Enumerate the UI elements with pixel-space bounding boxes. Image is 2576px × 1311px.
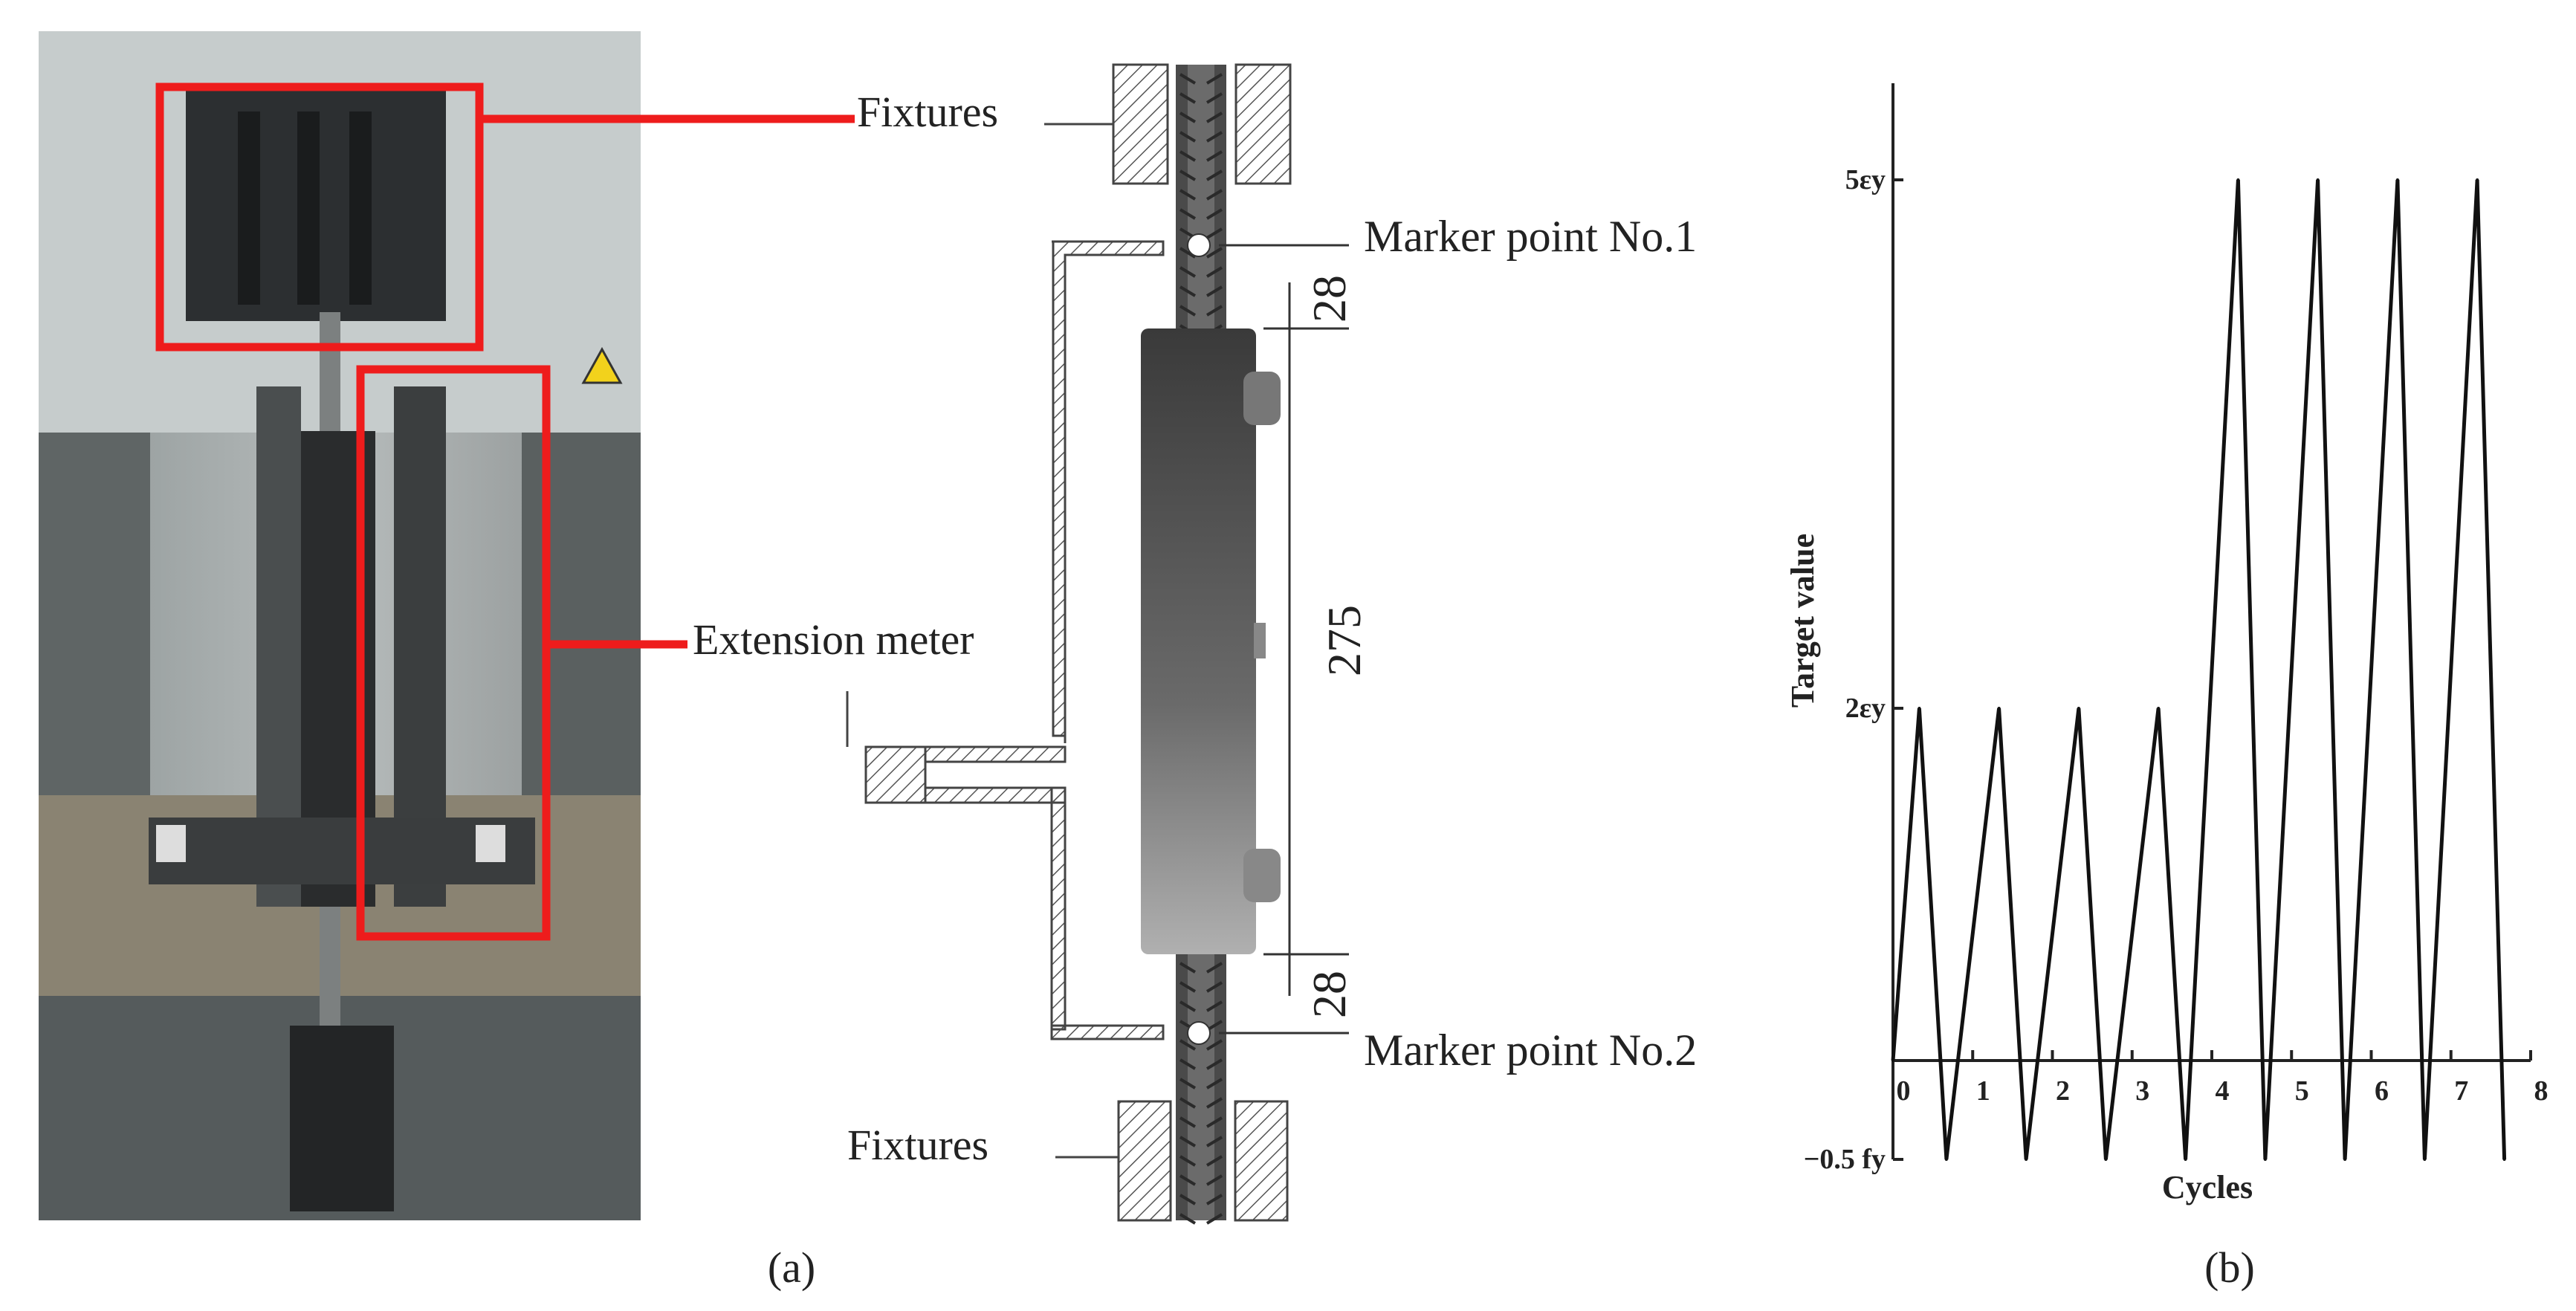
data-point [1891, 1059, 1894, 1062]
marker-point-1 [1187, 233, 1211, 257]
x-tick-label: 5 [2295, 1075, 2309, 1107]
dimension-lines [1219, 244, 1349, 1035]
data-point [2157, 707, 2161, 710]
x-tick-label: 8 [2534, 1075, 2549, 1107]
data-point [1944, 1158, 1948, 1161]
x-tick-label: 7 [2454, 1075, 2468, 1107]
data-point [2502, 1158, 2506, 1161]
x-tick-label: 1 [1976, 1075, 1990, 1107]
label-fixtures-bottom: Fixtures [847, 1121, 988, 1169]
data-point [2077, 707, 2080, 710]
x-tick-label: 2 [2056, 1075, 2070, 1107]
data-point [1918, 707, 1921, 710]
fixture-highlight-box [155, 82, 855, 352]
x-tick-label: 6 [2375, 1075, 2389, 1107]
data-point [2104, 1158, 2108, 1161]
x-tick-label: 0 [1897, 1075, 1911, 1107]
y-tick-label: −0.5 fy [1804, 1144, 1886, 1175]
label-extension-meter: Extension meter [693, 615, 974, 664]
data-point [2263, 1158, 2267, 1161]
data-point [2316, 178, 2320, 181]
dimension-top-28: 28 [1303, 275, 1356, 323]
extensometer-arm [846, 240, 1165, 1040]
label-marker-point-1: Marker point No.1 [1364, 212, 1697, 261]
x-tick-label: 3 [2135, 1075, 2149, 1107]
bottom-fixture [1055, 1100, 1289, 1222]
loading-protocol-chart: 5εy 2εy −0.5 fy 0 1 2 3 4 5 6 7 8 Cycles Target va… [1784, 83, 2549, 1205]
extensometer-highlight-box [356, 365, 687, 941]
data-point [2184, 1158, 2187, 1161]
caption-a: (a) [768, 1243, 815, 1292]
marker-point-2 [1187, 1021, 1211, 1045]
top-fixture [1044, 63, 1292, 185]
data-point [2236, 178, 2240, 181]
data-point [2025, 1158, 2028, 1161]
rebar-ribs [1179, 73, 1223, 1225]
x-axis-label: Cycles [2162, 1169, 2253, 1205]
label-fixtures-top: Fixtures [857, 88, 998, 136]
series-line [1891, 179, 2507, 1160]
caption-b: (b) [2204, 1243, 2255, 1292]
y-tick-label: 2εy [1845, 693, 1886, 724]
label-marker-point-2: Marker point No.2 [1364, 1026, 1697, 1075]
data-point [2395, 178, 2399, 181]
extension-meter-body [1141, 328, 1281, 954]
y-tick-label: 5εy [1845, 164, 1886, 195]
data-point [2423, 1158, 2427, 1161]
data-point [2476, 178, 2479, 181]
test-setup-photo [39, 31, 641, 1220]
x-tick-label: 4 [2216, 1075, 2230, 1107]
dimension-bottom-28: 28 [1303, 971, 1356, 1018]
y-axis-label: Target value [1784, 534, 1821, 708]
data-point [2343, 1158, 2347, 1161]
data-point [1997, 707, 2001, 710]
dimension-middle-275: 275 [1318, 605, 1370, 676]
